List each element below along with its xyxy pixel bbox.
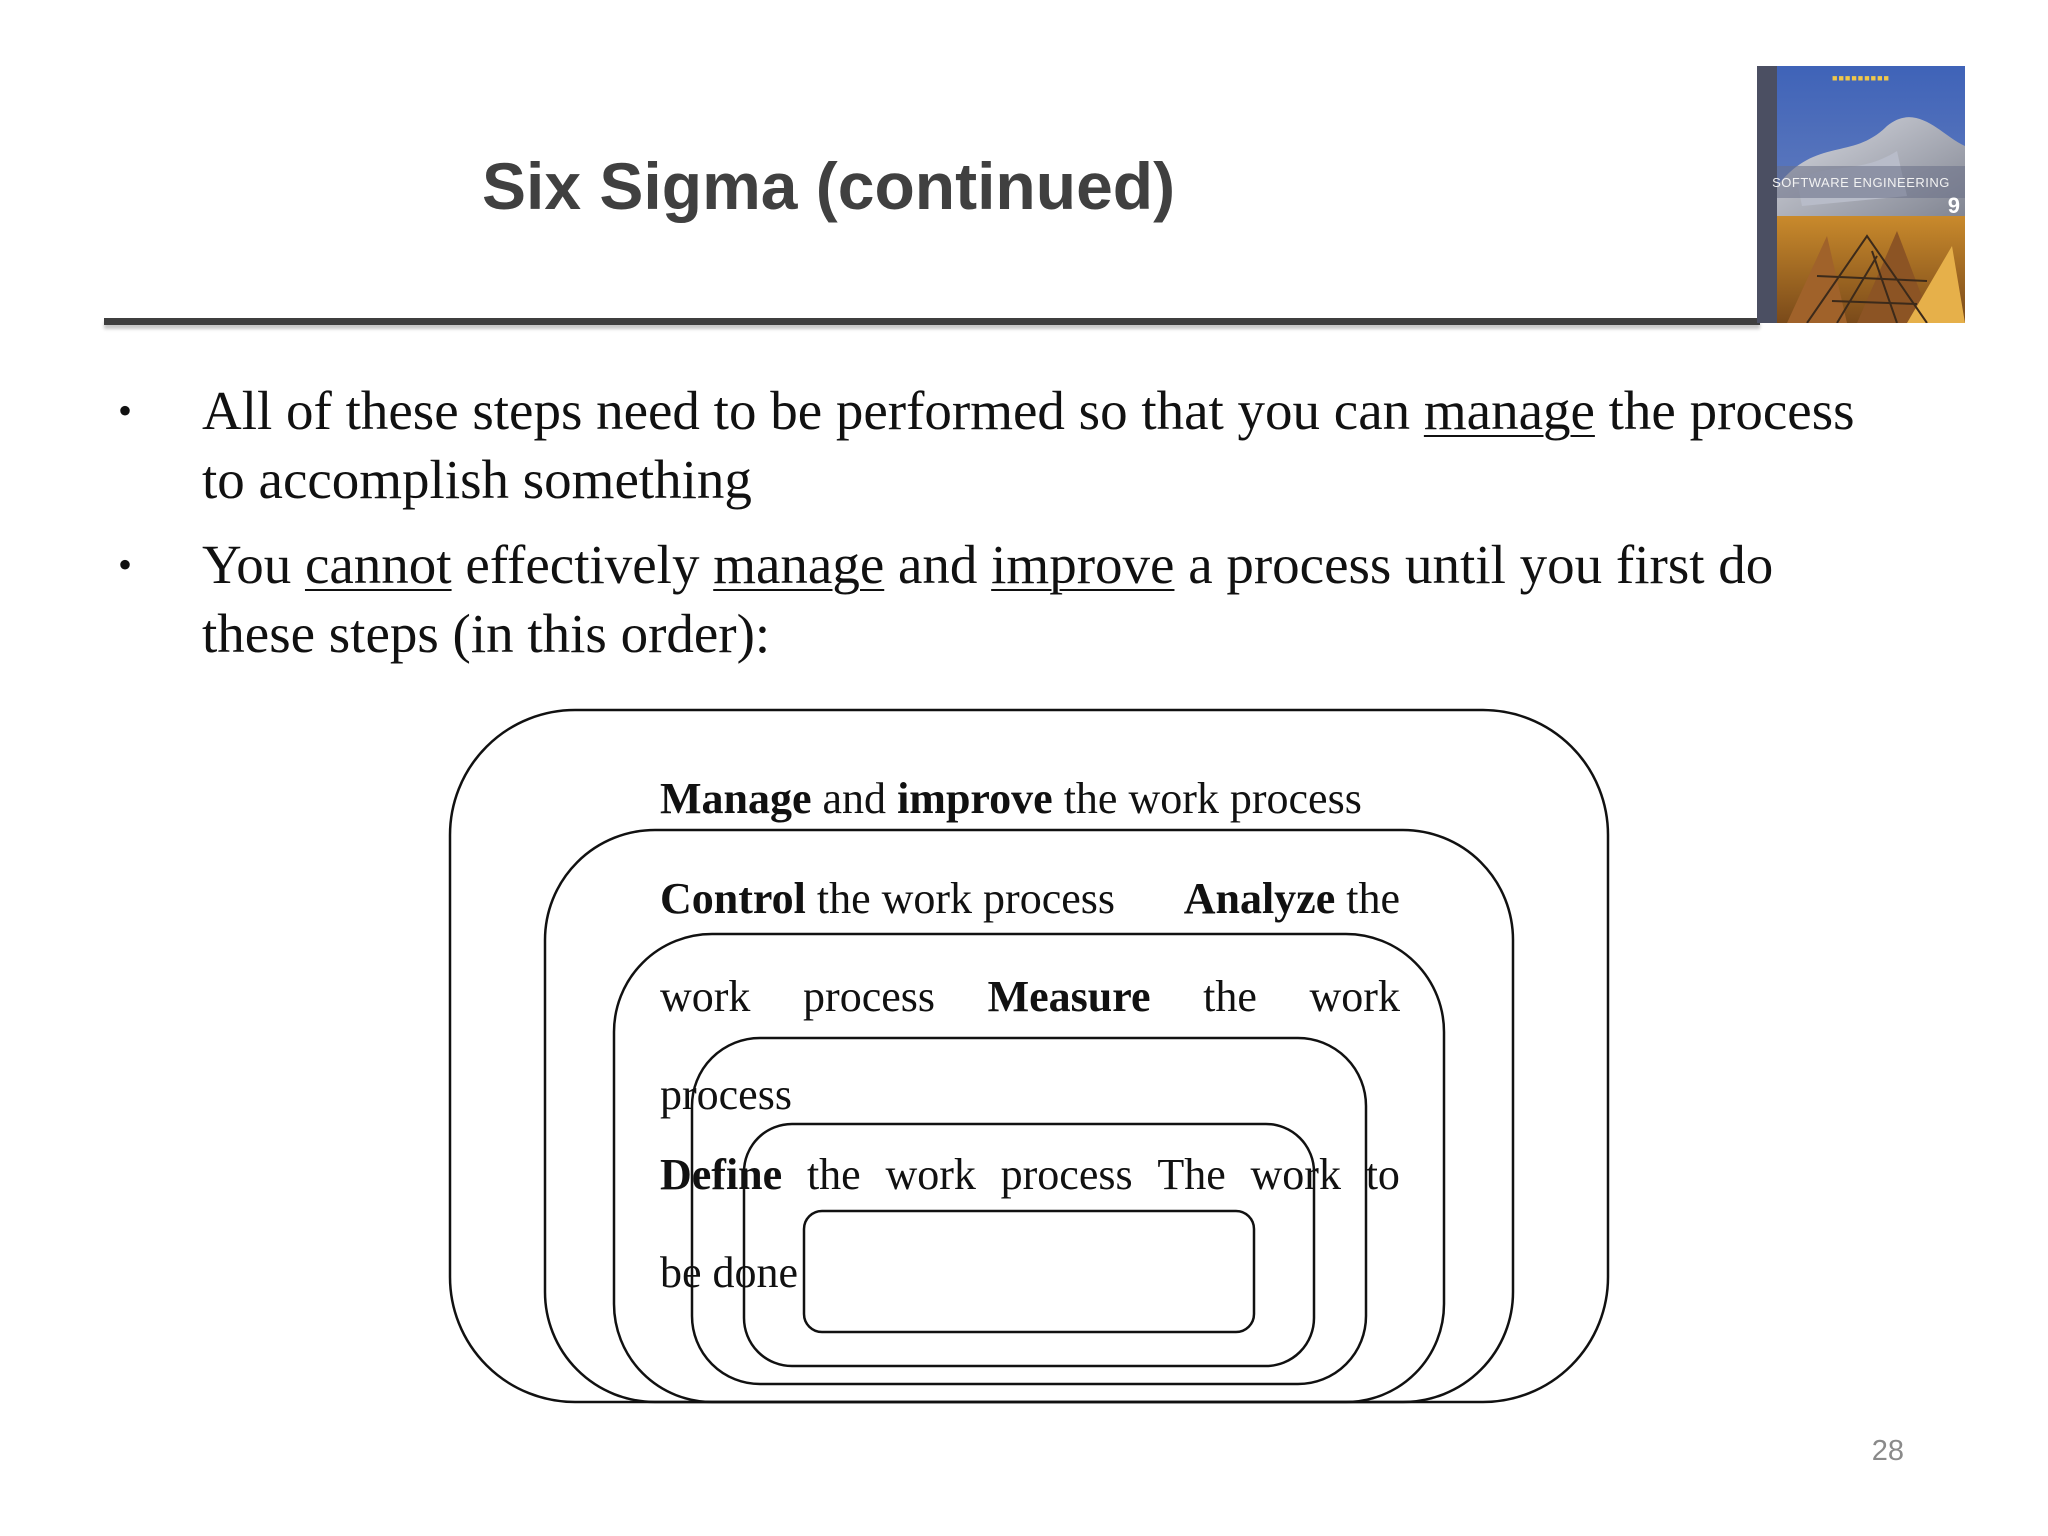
diagram-word: work	[885, 1150, 976, 1199]
diagram-word: The	[1157, 1150, 1226, 1199]
bullet-item: • You cannot effectively manage and impro…	[118, 530, 1878, 668]
page-number: 28	[1871, 1435, 1904, 1467]
bullet-text: You	[202, 534, 305, 595]
diagram-text: Manage and improve the work process Cont…	[660, 750, 1400, 1322]
diagram-line: be done	[660, 1224, 1400, 1322]
diagram-line: Control the work process Analyze the	[660, 850, 1400, 948]
bullet-text: effectively	[451, 534, 714, 595]
bullet-text: the process to accomplish something	[202, 380, 1855, 510]
diagram-word: the	[806, 1150, 861, 1199]
diagram-word: work	[1250, 1150, 1341, 1199]
diagram-line: work process Measure the work	[660, 948, 1400, 1046]
book-cover-title: SOFTWARE ENGINEERING	[1772, 175, 1950, 190]
bullet-text: a process until you first do these steps…	[202, 534, 1774, 664]
title-divider	[104, 318, 1760, 325]
slide-title: Six Sigma (continued)	[482, 149, 1176, 223]
diagram-bold-word: Control	[660, 874, 806, 923]
diagram-line: Define the work process The work to	[660, 1126, 1400, 1224]
diagram-word: the	[1203, 972, 1257, 1021]
diagram-text-run: the work process	[805, 874, 1115, 923]
bullet-list: • All of these steps need to be performed…	[118, 376, 1878, 684]
diagram-bold-word: Analyze	[1183, 874, 1336, 923]
underlined-word: cannot	[304, 534, 452, 595]
diagram-word: process	[803, 972, 936, 1021]
diagram-bold-word: Define	[660, 1150, 783, 1199]
diagram-word: process	[660, 1070, 792, 1119]
diagram-bold-word: improve	[897, 774, 1053, 823]
book-cover-art	[1757, 66, 1965, 323]
bullet-text: and	[884, 534, 992, 595]
diagram-line: Manage and improve the work process	[660, 750, 1400, 850]
bullet-text: All of these steps need to be performed …	[202, 380, 1424, 441]
diagram-word: to	[1365, 1150, 1400, 1199]
underlined-word: improve	[991, 534, 1175, 595]
diagram-word: work	[660, 972, 751, 1021]
bullet-item: • All of these steps need to be performed…	[118, 376, 1878, 514]
diagram-line: process	[660, 1046, 1400, 1126]
diagram-text-run: and	[811, 774, 898, 823]
underlined-word: manage	[1423, 380, 1595, 441]
diagram-bold-word: Measure	[987, 972, 1151, 1021]
book-cover-author: ■■■■■■■■■	[1832, 73, 1890, 83]
diagram-text-run: the	[1335, 874, 1400, 923]
bullet-marker: •	[118, 388, 133, 433]
diagram-word: process	[1000, 1150, 1133, 1199]
book-cover-edition: 9	[1947, 193, 1960, 218]
diagram-text-run: the work process	[1052, 774, 1362, 823]
book-cover-image: ■■■■■■■■■ SOFTWARE ENGINEERING 9	[1757, 66, 1965, 323]
diagram-word: work	[1309, 972, 1400, 1021]
underlined-word: manage	[713, 534, 885, 595]
diagram-word: be done	[660, 1248, 799, 1297]
bullet-marker: •	[118, 542, 133, 587]
diagram-bold-word: Manage	[660, 774, 812, 823]
